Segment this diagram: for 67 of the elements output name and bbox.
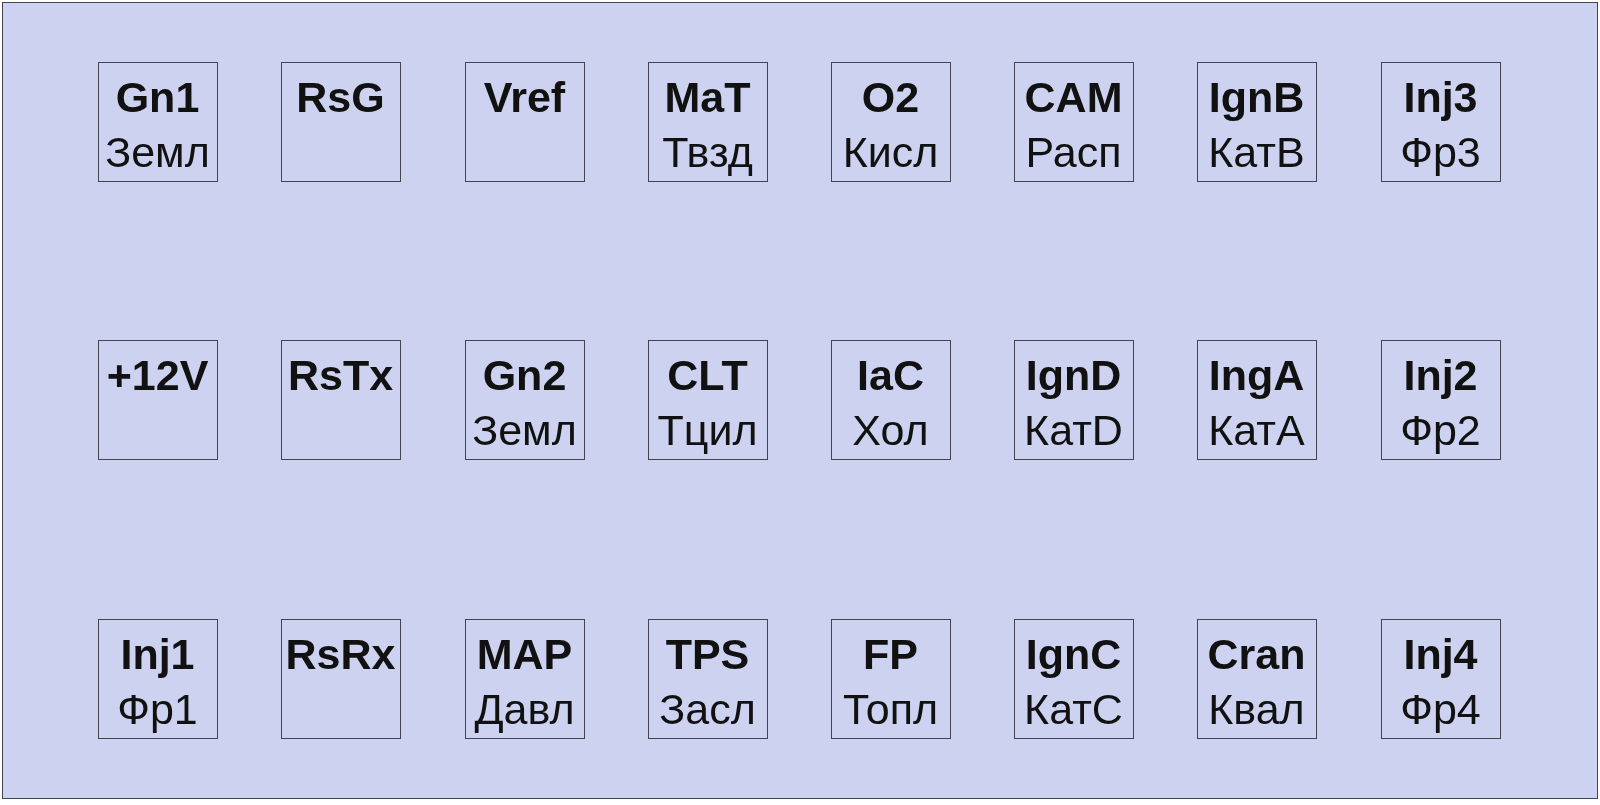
pin-box	[830, 618, 951, 739]
pin-description: Фр4	[1400, 685, 1481, 732]
pin-label: IgnB	[1208, 73, 1305, 120]
pin-label: RsTx	[287, 351, 394, 398]
pin-box	[647, 339, 768, 460]
pin-description: Фр1	[117, 685, 198, 732]
pin-box	[1013, 339, 1134, 460]
pin-label: Vref	[483, 73, 566, 120]
pin-description: КатC	[1024, 685, 1123, 732]
pin-label: FP	[863, 630, 918, 677]
pin-label: Gn1	[115, 73, 200, 120]
pin-label: Inj1	[120, 630, 195, 677]
pin-box	[464, 339, 585, 460]
pin-box	[647, 618, 768, 739]
pin-description: Земл	[472, 406, 577, 453]
pin-box	[280, 61, 401, 182]
pin-description: Давл	[474, 685, 575, 732]
pin-label: RsG	[296, 73, 385, 120]
pin-box	[280, 618, 401, 739]
pin-box	[97, 618, 218, 739]
pin-description: КатA	[1208, 406, 1305, 453]
pin-description: Квал	[1208, 685, 1305, 732]
pin-box	[1013, 61, 1134, 182]
pin-label: RsRx	[285, 630, 396, 677]
pin-label: TPS	[665, 630, 750, 677]
pin-description: Тцил	[657, 406, 758, 453]
pin-label: Inj4	[1403, 630, 1478, 677]
pin-label: CLT	[667, 351, 748, 398]
pin-label: Gn2	[482, 351, 567, 398]
pin-box	[1196, 61, 1317, 182]
pin-description: Топл	[842, 685, 939, 732]
pin-label: MaT	[664, 73, 751, 120]
pin-description: Кисл	[842, 128, 939, 175]
pin-box	[1380, 61, 1501, 182]
pin-label: Cran	[1207, 630, 1306, 677]
pin-description: Расп	[1025, 128, 1122, 175]
pin-label: Inj2	[1403, 351, 1478, 398]
pin-box	[97, 339, 218, 460]
pin-description: Засл	[659, 685, 756, 732]
pin-description: Хол	[852, 406, 929, 453]
pin-box	[1380, 339, 1501, 460]
pin-box	[97, 61, 218, 182]
pin-description: Земл	[105, 128, 210, 175]
pin-description: Фр3	[1400, 128, 1481, 175]
pin-box	[1013, 618, 1134, 739]
pin-description: КатD	[1024, 406, 1123, 453]
pin-box	[1380, 618, 1501, 739]
pin-box	[464, 61, 585, 182]
pin-label: +12V	[106, 351, 209, 398]
pin-label: CAM	[1024, 73, 1123, 120]
pin-label: O2	[861, 73, 920, 120]
pin-box	[1196, 339, 1317, 460]
pin-box	[830, 339, 951, 460]
pin-label: IgnC	[1025, 630, 1122, 677]
pin-box	[830, 61, 951, 182]
pin-label: IngA	[1208, 351, 1305, 398]
pin-box	[280, 339, 401, 460]
pin-box	[647, 61, 768, 182]
pin-label: Inj3	[1403, 73, 1478, 120]
pin-description: КатB	[1208, 128, 1305, 175]
pin-label: MAP	[476, 630, 573, 677]
pin-box	[464, 618, 585, 739]
pin-description: Фр2	[1400, 406, 1481, 453]
pin-box	[1196, 618, 1317, 739]
pin-description: Твзд	[662, 128, 753, 175]
pin-label: IgnD	[1025, 351, 1122, 398]
pin-label: IaC	[857, 351, 924, 398]
